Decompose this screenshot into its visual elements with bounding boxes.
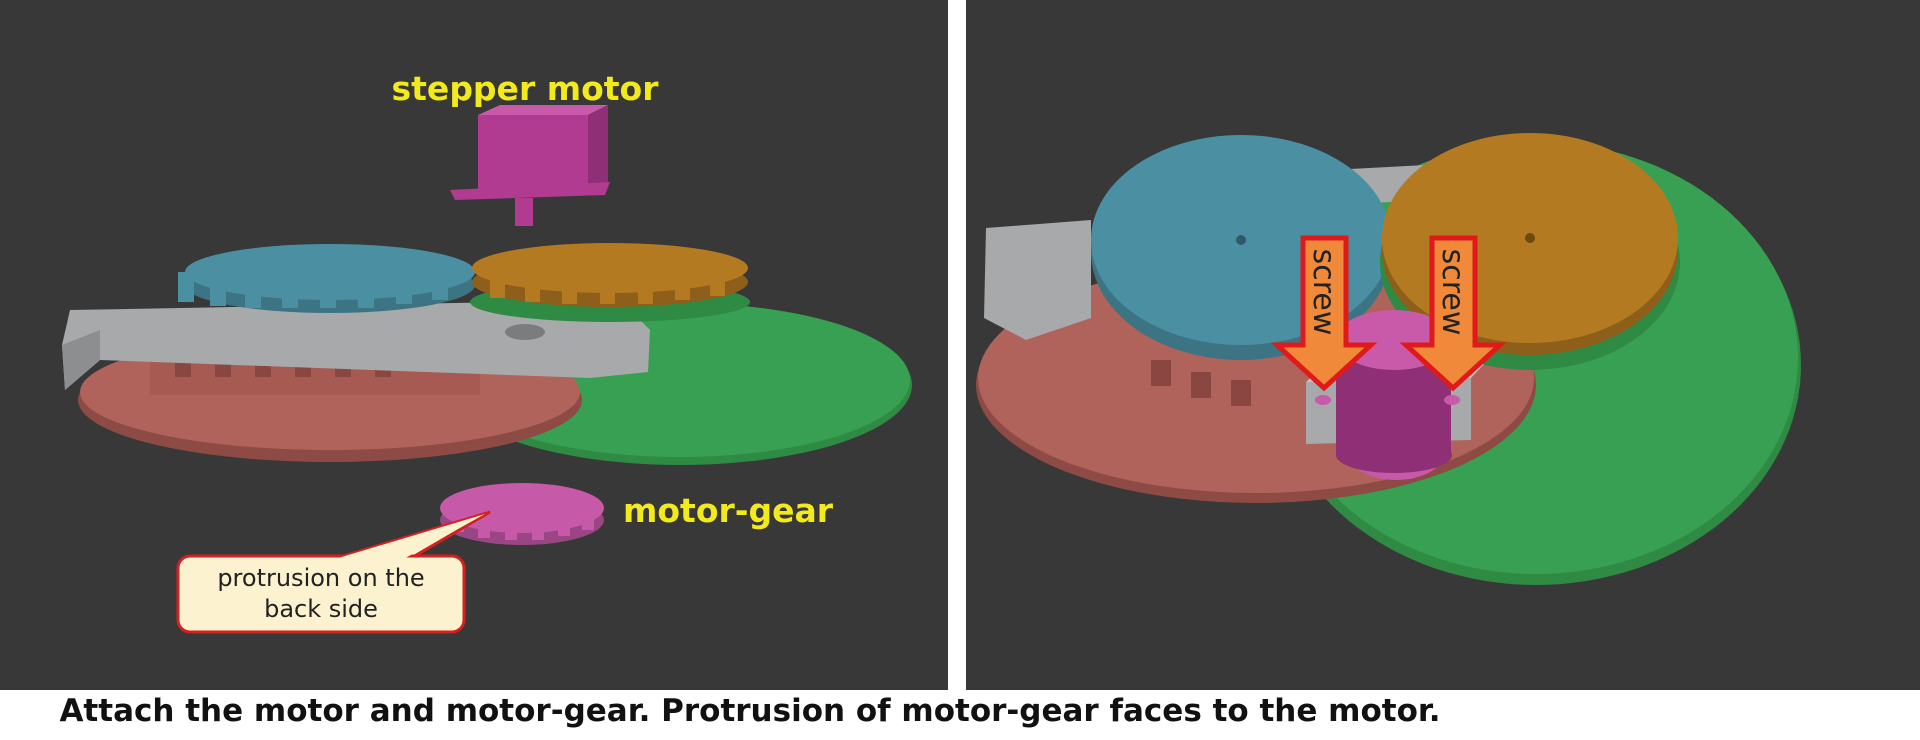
motor-gear-part [440, 483, 604, 545]
right-panel-illustration: screw screw [976, 133, 1801, 585]
screw-arrow-2: screw [1399, 235, 1507, 392]
label-stepper-motor: stepper motor [392, 69, 660, 108]
callout-line-2: back side [264, 595, 378, 623]
stepper-motor [450, 105, 610, 226]
screw-label-2: screw [1435, 249, 1470, 336]
left-panel: protrusion on the back side stepper moto… [0, 0, 948, 690]
gray-bracket-side [62, 330, 100, 390]
gray-bracket [62, 300, 650, 390]
figure-caption: Attach the motor and motor-gear. Protrus… [59, 693, 1441, 729]
screw-hole-2 [1444, 395, 1460, 405]
right-panel: screw screw [966, 0, 1920, 690]
screw-arrow-1: screw [1270, 235, 1378, 392]
screw-hole-1 [1315, 395, 1331, 405]
orange-gear [472, 243, 748, 307]
left-panel-illustration: protrusion on the back side stepper moto… [62, 69, 912, 634]
screw-label-1: screw [1306, 249, 1341, 336]
callout-line-1: protrusion on the [217, 564, 424, 592]
callout: protrusion on the back side [176, 510, 491, 634]
red-plate-notches [1151, 360, 1251, 406]
gray-bracket [984, 220, 1091, 340]
bracket-hole [505, 324, 545, 340]
label-motor-gear: motor-gear [623, 491, 834, 530]
blue-gear [178, 244, 475, 313]
